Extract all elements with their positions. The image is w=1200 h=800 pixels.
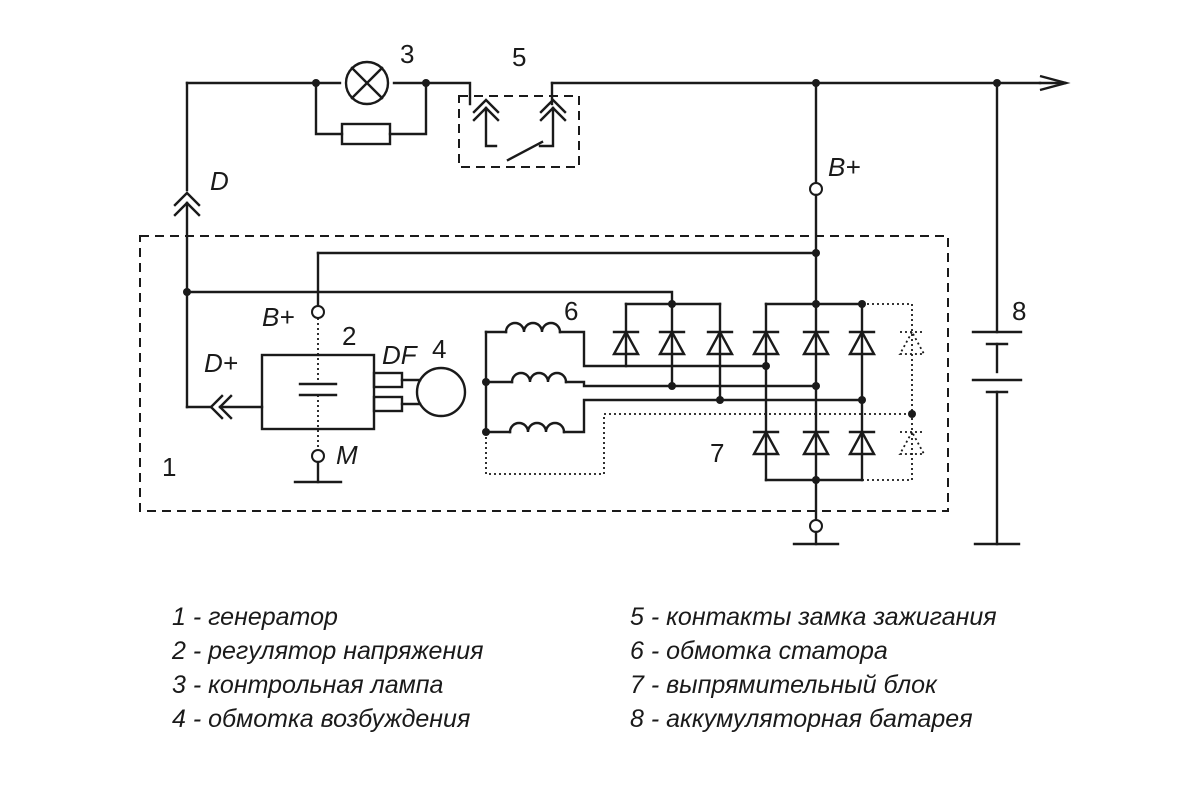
label-d: D (210, 166, 229, 196)
label-d-plus: D+ (204, 348, 238, 378)
label-1: 1 (162, 452, 176, 482)
legend-item: 7 - выпрямительный блок (630, 671, 937, 699)
legend-left: 1 - генератор 2 - регулятор напряжения 3… (172, 600, 483, 736)
b-plus-terminal (809, 182, 823, 196)
label-8: 8 (1012, 296, 1026, 326)
ground-terminal (809, 519, 823, 533)
generator-housing (139, 235, 949, 512)
ignition-switch (458, 95, 580, 168)
diode-optional (898, 430, 926, 455)
label-3: 3 (400, 39, 414, 69)
legend-item: 2 - регулятор напряжения (172, 637, 484, 665)
diode (657, 329, 687, 356)
label-df: DF (382, 340, 419, 370)
m-terminal (311, 449, 325, 463)
stator-winding (482, 321, 912, 475)
legend-right: 5 - контакты замка зажигания 6 - обмотка… (630, 600, 997, 736)
diode (611, 329, 641, 356)
label-2: 2 (342, 321, 356, 351)
legend-item: 6 - обмотка статора (630, 637, 888, 665)
legend-item: 1 - генератор (172, 603, 338, 631)
label-5: 5 (512, 42, 526, 72)
voltage-regulator (260, 318, 422, 484)
diode (751, 329, 781, 356)
diode (705, 329, 735, 356)
legend-item: 3 - контрольная лампа (172, 671, 444, 699)
label-7: 7 (710, 438, 724, 468)
diode (847, 429, 877, 456)
diode-optional (898, 330, 926, 355)
label-b-plus-regulator: B+ (262, 302, 295, 332)
label-4: 4 (432, 334, 446, 364)
arrow-icon (1039, 74, 1071, 92)
legend-item: 4 - обмотка возбуждения (172, 705, 471, 733)
label-b-plus-top: B+ (828, 152, 861, 182)
resistor (340, 122, 392, 146)
excitation-winding (415, 366, 467, 418)
regulator-b-plus-terminal (311, 305, 325, 319)
diode (801, 429, 831, 456)
top-wiring (185, 60, 1071, 192)
legend-item: 5 - контакты замка зажигания (630, 603, 997, 631)
rectifier-unit (611, 300, 926, 484)
label-6: 6 (564, 296, 578, 326)
label-m: M (336, 440, 358, 470)
battery (971, 81, 1023, 546)
d-connector (173, 191, 201, 409)
diode (847, 329, 877, 356)
warning-lamp (344, 60, 390, 106)
diode (751, 429, 781, 456)
legend-item: 8 - аккумуляторная батарея (630, 705, 973, 733)
diode (801, 329, 831, 356)
internal-wiring (183, 249, 820, 420)
